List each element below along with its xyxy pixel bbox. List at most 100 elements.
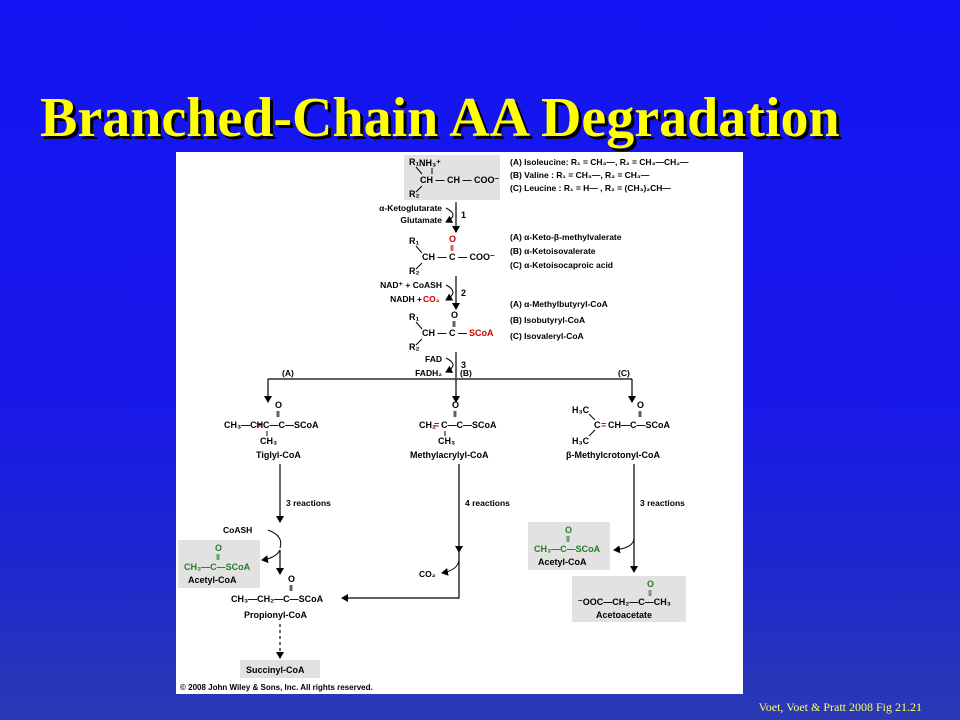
acetoacetate-structure: O ‖ ⁻OOC—CH₂—C—CH₃ (578, 579, 671, 607)
keto-chain: CH — C — COO⁻ (422, 252, 495, 262)
keto-r2: R₂ (409, 266, 420, 276)
acetoacetate-name: Acetoacetate (596, 610, 652, 620)
acyl-scoa: SCoA (469, 328, 494, 338)
tiglyl-dbl-eq: = (256, 420, 261, 430)
step1-output: Glutamate (400, 215, 442, 225)
step1-number: 1 (461, 210, 466, 220)
methylacrylyl-methyl: CH₃ (438, 436, 455, 446)
acetyl-coa-c-box (528, 522, 610, 570)
tiglyl-right: C—C—SCoA (263, 420, 319, 430)
acyl-double-bond: ‖ (452, 320, 456, 329)
coash-input: CoASH (223, 525, 252, 535)
tiglyl-oxygen: O (275, 400, 282, 410)
acetyl-coa-c-structure: O ‖ CH₃—C—SCoA (534, 525, 601, 554)
succinyl-coa-box (240, 660, 320, 678)
amino-acid-structure: NH₃⁺ R₁ CH — CH — COO⁻ R₂ (409, 157, 500, 199)
figure-credit: Voet, Voet & Pratt 2008 Fig 21.21 (758, 700, 922, 714)
acyl-coa-structure: O ‖ R₁ CH — C — SCoA R₂ (409, 310, 494, 352)
co2-output: CO₂ (419, 569, 436, 579)
keto-oxygen: O (449, 234, 456, 244)
branch-label-a: (A) (282, 368, 294, 378)
step2-cofactor-curve (445, 284, 454, 301)
r2-label: R₂ (409, 189, 420, 199)
keto-acid-structure: O ‖ R₁ CH — C — COO⁻ R₂ (409, 234, 495, 276)
amino-acid-legend: (A) Isoleucine: R₁ = CH₃—, R₂ = CH₃—CH₂—… (510, 157, 689, 193)
step3-input: FAD (425, 354, 442, 364)
slide-title: Branched-Chain AA Degradation (40, 87, 840, 149)
co2-curve (441, 559, 460, 576)
acetyl-coa-c-name: Acetyl-CoA (538, 557, 587, 567)
step3-cofactor-curve (445, 357, 454, 373)
acetoacetate-formula: ⁻OOC—CH₂—C—CH₃ (578, 597, 671, 607)
methylacrylyl-left: CH₂ (419, 420, 436, 430)
r1-label: R₁ (409, 157, 419, 167)
acyl-oxygen: O (451, 310, 458, 320)
methylcrotonyl-h3c-bottom: H₃C (572, 436, 590, 446)
amino-group: NH₃⁺ (419, 158, 441, 168)
acetyl-coa-a-box (178, 540, 260, 588)
acetyl-a-oxygen: O (215, 543, 222, 553)
step3-output: FADH₂ (415, 368, 442, 378)
tiglyl-coa-name: Tiglyl-CoA (256, 450, 301, 460)
pathway-diagram: NH₃⁺ R₁ CH — CH — COO⁻ R₂ (A) Isoleucine… (176, 152, 743, 694)
branch-label-c: (C) (618, 368, 630, 378)
methylcrotonyl-coa-structure: O ‖ H₃C C = CH—C—SCoA H₃C (572, 400, 670, 446)
step2-output: NADH + (390, 294, 422, 304)
step2-co2: CO₂ (423, 294, 440, 304)
succinyl-coa-name: Succinyl-CoA (246, 665, 305, 675)
step2-number: 2 (461, 288, 466, 298)
legend-keto-c: (C) α-Ketoisocaproic acid (510, 260, 613, 270)
acyl-r1: R₁ (409, 312, 419, 322)
acetyl-c-oxygen: O (565, 525, 572, 535)
acetyl-coa-a-name: Acetyl-CoA (188, 575, 237, 585)
acetyl-c-formula: CH₃—C—SCoA (534, 544, 601, 554)
branch-b-reactions: 4 reactions (465, 498, 510, 508)
acetyl-coa-a-structure: O ‖ CH₃—C—SCoA (184, 543, 251, 572)
propionyl-formula: CH₃—CH₂—C—SCoA (231, 594, 324, 604)
legend-acyl-a: (A) α-Methylbutyryl-CoA (510, 299, 608, 309)
methylacrylyl-dbl-eq: = (434, 420, 439, 430)
branch-c-reactions: 3 reactions (640, 498, 685, 508)
tiglyl-methyl: CH₃ (260, 436, 277, 446)
legend-acyl-c: (C) Isovaleryl-CoA (510, 331, 584, 341)
amino-acid-chain: CH — CH — COO⁻ (420, 175, 500, 185)
methylacrylyl-right: C—C—SCoA (441, 420, 497, 430)
methylcrotonyl-oxygen: O (637, 400, 644, 410)
acyl-chain: CH — C — (422, 328, 467, 338)
methylcrotonyl-h3c-top: H₃C (572, 405, 590, 415)
methylcrotonyl-left: C (594, 420, 601, 430)
step3-number: 3 (461, 360, 466, 370)
propionyl-oxygen: O (288, 574, 295, 584)
step2-input: NAD⁺ + CoASH (380, 280, 442, 290)
coash-curve (267, 529, 282, 549)
tiglyl-left: CH₃—CH (224, 420, 263, 430)
tiglyl-double-bond: ‖ (276, 410, 280, 419)
keto-acid-legend: (A) α-Keto-β-methylvalerate (B) α-Ketois… (510, 232, 622, 270)
propionyl-coa-name: Propionyl-CoA (244, 610, 307, 620)
acetyl-c-double-bond: ‖ (566, 535, 570, 544)
acetyl-coa-c-curve (613, 537, 635, 554)
legend-keto-b: (B) α-Ketoisovalerate (510, 246, 596, 256)
branch-a-reactions: 3 reactions (286, 498, 331, 508)
acyl-coa-legend: (A) α-Methylbutyryl-CoA (B) Isobutyryl-C… (510, 299, 608, 341)
legend-keto-a: (A) α-Keto-β-methylvalerate (510, 232, 622, 242)
methylacrylyl-coa-structure: O ‖ CH₂ = C—C—SCoA CH₃ (419, 400, 497, 446)
legend-acyl-b: (B) Isobutyryl-CoA (510, 315, 585, 325)
methylcrotonyl-right: CH—C—SCoA (608, 420, 670, 430)
acetyl-coa-a-curve (261, 549, 281, 564)
keto-r1: R₁ (409, 236, 419, 246)
keto-double-bond: ‖ (450, 244, 454, 253)
methylcrotonyl-double-bond: ‖ (638, 410, 642, 419)
amino-acid-box (404, 155, 500, 200)
step1-cofactor-curve (445, 207, 454, 223)
methylacrylyl-oxygen: O (452, 400, 459, 410)
acetoacetate-double-bond: ‖ (648, 589, 652, 598)
methylcrotonyl-dbl-eq: = (601, 420, 606, 430)
methylcrotonyl-coa-name: β-Methylcrotonyl-CoA (566, 450, 660, 460)
step1-input: α-Ketoglutarate (379, 203, 442, 213)
branch-label-b: (B) (460, 368, 472, 378)
methylacrylyl-double-bond: ‖ (453, 410, 457, 419)
branch-b-to-propionyl (341, 552, 460, 602)
methylacrylyl-coa-name: Methylacrylyl-CoA (410, 450, 489, 460)
acetyl-a-formula: CH₃—C—SCoA (184, 562, 251, 572)
